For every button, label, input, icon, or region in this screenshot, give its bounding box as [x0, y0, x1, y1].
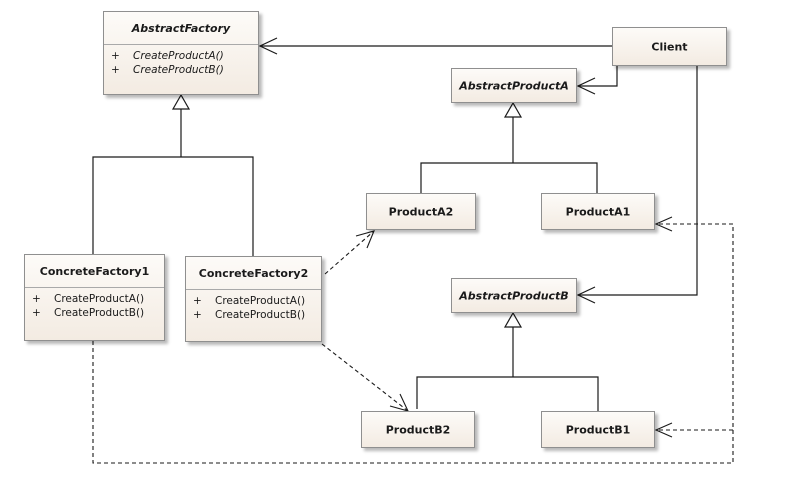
class-product-a1[interactable]: ProductA1	[541, 193, 655, 230]
assoc-client-abstractfactory-arrowhead	[258, 37, 278, 55]
class-client[interactable]: Client	[612, 27, 727, 66]
operation: + CreateProductA()	[193, 294, 321, 308]
assoc-client-abstractproducta	[578, 66, 618, 87]
class-name: ProductB2	[385, 423, 451, 436]
operation-name: CreateProductA()	[133, 50, 224, 62]
generalization-products-b-triangle	[503, 311, 523, 328]
operation: + CreateProductA()	[32, 292, 164, 306]
class-name: ProductA1	[565, 205, 631, 218]
class-concrete-factory-1[interactable]: ConcreteFactory1 + CreateProductA() + Crea…	[24, 254, 165, 341]
operation: + CreateProductB()	[193, 308, 321, 322]
class-product-b1[interactable]: ProductB1	[541, 411, 655, 448]
operations-compartment: + CreateProductA() + CreateProductB()	[104, 44, 258, 77]
assoc-client-abstractproductb-arrowhead	[576, 286, 596, 304]
class-abstract-factory[interactable]: AbstractFactory + CreateProductA() + Creat…	[103, 11, 259, 95]
visibility-marker: +	[111, 50, 120, 62]
operation: + CreateProductB()	[111, 63, 258, 77]
dependency-factory2-productb2	[321, 343, 409, 412]
class-name: Client	[651, 40, 688, 53]
class-name: AbstractProductB	[459, 289, 569, 302]
class-name: ConcreteFactory1	[39, 265, 150, 278]
assoc-client-abstractproducta-arrowhead	[576, 77, 596, 95]
operation-name: CreateProductB()	[215, 309, 306, 321]
visibility-marker: +	[111, 64, 120, 76]
dependency-factory1-products	[92, 223, 734, 464]
generalization-products-a-triangle	[503, 101, 523, 118]
generalization-products-a	[420, 117, 598, 193]
operation-name: CreateProductA()	[54, 293, 145, 305]
class-concrete-factory-2[interactable]: ConcreteFactory2 + CreateProductA() + Crea…	[185, 256, 322, 342]
generalization-products-b	[416, 327, 599, 411]
assoc-client-abstractproductb	[578, 66, 698, 296]
operation-name: CreateProductA()	[215, 295, 306, 307]
class-abstract-product-b[interactable]: AbstractProductB	[451, 278, 577, 313]
class-name: ConcreteFactory2	[198, 267, 309, 280]
operations-compartment: + CreateProductA() + CreateProductB()	[186, 289, 321, 322]
operation-name: CreateProductB()	[133, 64, 224, 76]
class-name: ProductB1	[565, 423, 631, 436]
operation: + CreateProductA()	[111, 49, 258, 63]
class-name: AbstractFactory	[131, 22, 231, 35]
visibility-marker: +	[193, 295, 202, 307]
operation: + CreateProductB()	[32, 306, 164, 320]
generalization-factories-triangle	[171, 93, 191, 110]
operations-compartment: + CreateProductA() + CreateProductB()	[25, 287, 164, 320]
class-abstract-product-a[interactable]: AbstractProductA	[451, 68, 577, 103]
visibility-marker: +	[32, 307, 41, 319]
class-product-a2[interactable]: ProductA2	[366, 193, 476, 230]
dependency-factory1-producta1-arrowhead	[654, 216, 673, 232]
dependency-factory2-producta2-arrowhead	[355, 230, 375, 249]
visibility-marker: +	[32, 293, 41, 305]
dependency-factory1-productb1-arrowhead	[654, 422, 673, 438]
operation-name: CreateProductB()	[54, 307, 145, 319]
class-name: AbstractProductA	[459, 79, 569, 92]
class-name: ProductA2	[388, 205, 454, 218]
dependency-factory2-producta2	[324, 230, 375, 275]
class-product-b2[interactable]: ProductB2	[361, 411, 475, 448]
visibility-marker: +	[193, 309, 202, 321]
generalization-factories	[92, 109, 254, 256]
